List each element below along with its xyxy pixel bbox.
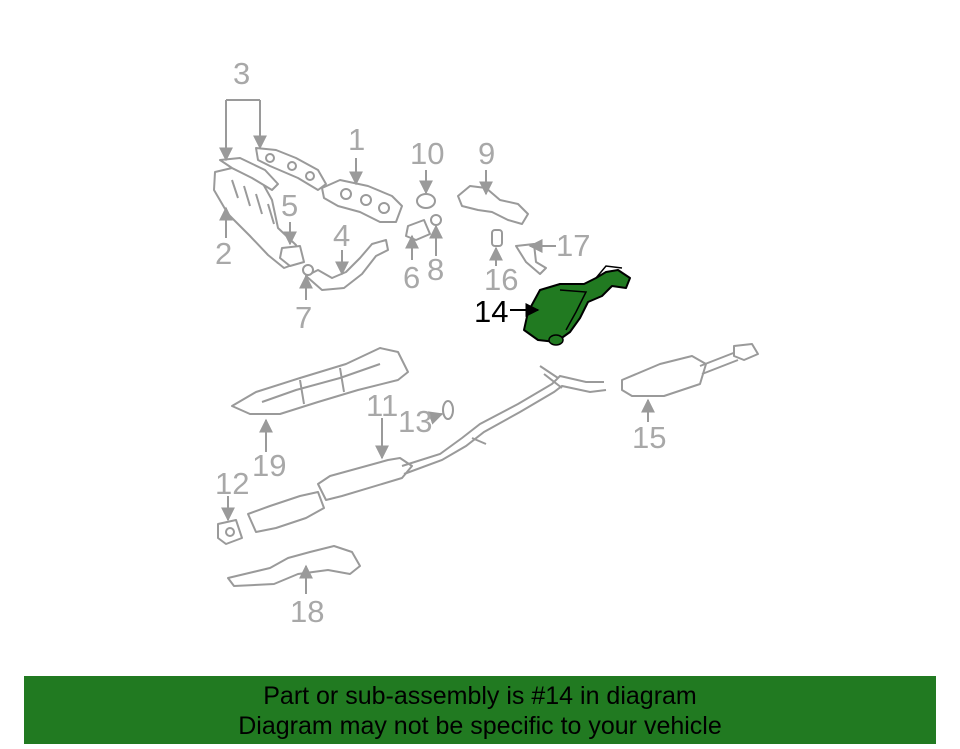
- callout-14-highlighted: 14: [474, 294, 508, 329]
- part-12-gasket[interactable]: [217, 519, 243, 545]
- banner-line-2: Diagram may not be specific to your vehi…: [238, 712, 722, 740]
- callout-18: 18: [290, 594, 324, 629]
- callout-3: 3: [233, 56, 250, 91]
- part-18-heat-shield[interactable]: [227, 545, 361, 587]
- callout-4: 4: [333, 218, 350, 253]
- part-14-muffler-highlighted[interactable]: [523, 265, 631, 346]
- callout-11: 11: [366, 388, 398, 423]
- callout-17: 17: [556, 228, 590, 263]
- part-10-gasket[interactable]: [416, 193, 436, 209]
- callout-5: 5: [281, 188, 298, 223]
- callout-15: 15: [632, 420, 666, 455]
- banner-line-1: Part or sub-assembly is #14 in diagram: [263, 682, 697, 710]
- part-4-crossover-pipe[interactable]: [305, 239, 389, 291]
- part-16-clamp[interactable]: [491, 229, 503, 247]
- callout-12: 12: [215, 466, 249, 501]
- part-19-heat-shield[interactable]: [231, 347, 409, 415]
- callout-13: 13: [398, 404, 432, 439]
- part-15-rear-muffler[interactable]: [621, 343, 759, 397]
- part-1-exhaust-manifold-right[interactable]: [321, 179, 403, 223]
- callout-6: 6: [403, 260, 420, 295]
- info-banner: Part or sub-assembly is #14 in diagram D…: [24, 676, 936, 744]
- callout-19: 19: [252, 448, 286, 483]
- callout-10: 10: [410, 136, 444, 171]
- part-13-gasket[interactable]: [442, 400, 454, 420]
- part-9-y-pipe[interactable]: [457, 185, 529, 225]
- parts-diagram: 3 1 10 9 5 4 2 17 6 8 16 7 14 11 13 15 1…: [213, 56, 759, 629]
- part-8-nut[interactable]: [430, 214, 442, 226]
- callout-7: 7: [295, 300, 312, 335]
- part-catalytic-converter[interactable]: [247, 491, 325, 533]
- callout-1: 1: [348, 122, 365, 157]
- part-5-gasket[interactable]: [279, 245, 305, 267]
- part-3-manifold-gaskets[interactable]: [219, 147, 327, 191]
- part-11-exhaust-pipe[interactable]: [317, 365, 607, 501]
- part-7-stud[interactable]: [302, 264, 314, 276]
- part-17-bracket[interactable]: [515, 243, 547, 275]
- callout-9: 9: [478, 136, 495, 171]
- leader-lines: [219, 99, 655, 594]
- part-6-gasket[interactable]: [405, 219, 431, 241]
- callout-2: 2: [215, 236, 232, 271]
- callout-16: 16: [484, 262, 518, 297]
- callout-8: 8: [427, 252, 444, 287]
